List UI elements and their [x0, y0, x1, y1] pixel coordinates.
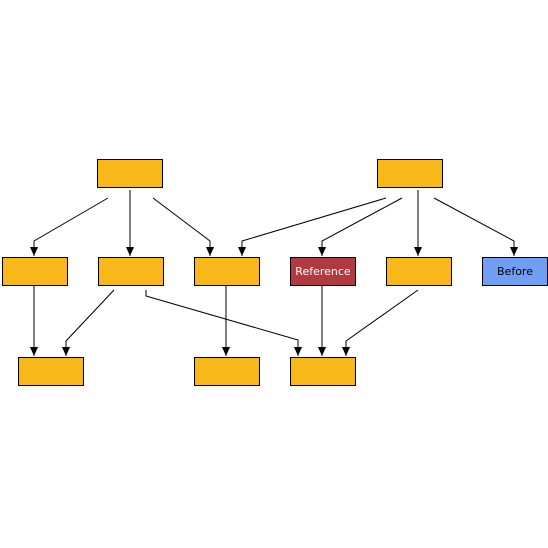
node-box-mid-3: [194, 257, 260, 286]
node-mid-5: [386, 257, 452, 286]
node-box-bottom-1: [18, 357, 84, 386]
node-mid-3: [194, 257, 260, 286]
nodes-layer: Reference Before: [2, 159, 548, 386]
edge-root-left-to-mid-1: [30, 197, 109, 256]
node-box-bottom-2: [194, 357, 260, 386]
edge-root-right-to-reference: [318, 197, 403, 256]
node-box-root-left: [97, 159, 163, 188]
edge-mid-2-to-bottom-3: [145, 290, 302, 356]
node-mid-1: [2, 257, 68, 286]
edges-layer: [30, 190, 518, 356]
node-box-mid-2: [98, 257, 164, 286]
edge-root-left-to-mid-3: [152, 197, 214, 256]
node-root-right: [377, 159, 443, 188]
node-box-mid-1: [2, 257, 68, 286]
edge-mid-2-to-bottom-1: [62, 289, 115, 356]
node-label-before: Before: [497, 265, 533, 278]
node-bottom-3: [290, 357, 356, 386]
node-mid-2: [98, 257, 164, 286]
node-box-before: [482, 257, 548, 286]
node-box-bottom-3: [290, 357, 356, 386]
node-box-root-right: [377, 159, 443, 188]
node-bottom-1: [18, 357, 84, 386]
node-before: Before: [482, 257, 548, 286]
edge-root-right-to-before: [433, 197, 518, 256]
node-label-reference: Reference: [295, 265, 351, 278]
node-bottom-2: [194, 357, 260, 386]
edge-mid-5-to-bottom-3: [342, 289, 419, 356]
node-box-reference: [290, 257, 356, 286]
node-root-left: [97, 159, 163, 188]
node-reference: Reference: [290, 257, 356, 286]
edge-root-right-to-mid-3: [238, 197, 387, 256]
node-box-mid-5: [386, 257, 452, 286]
